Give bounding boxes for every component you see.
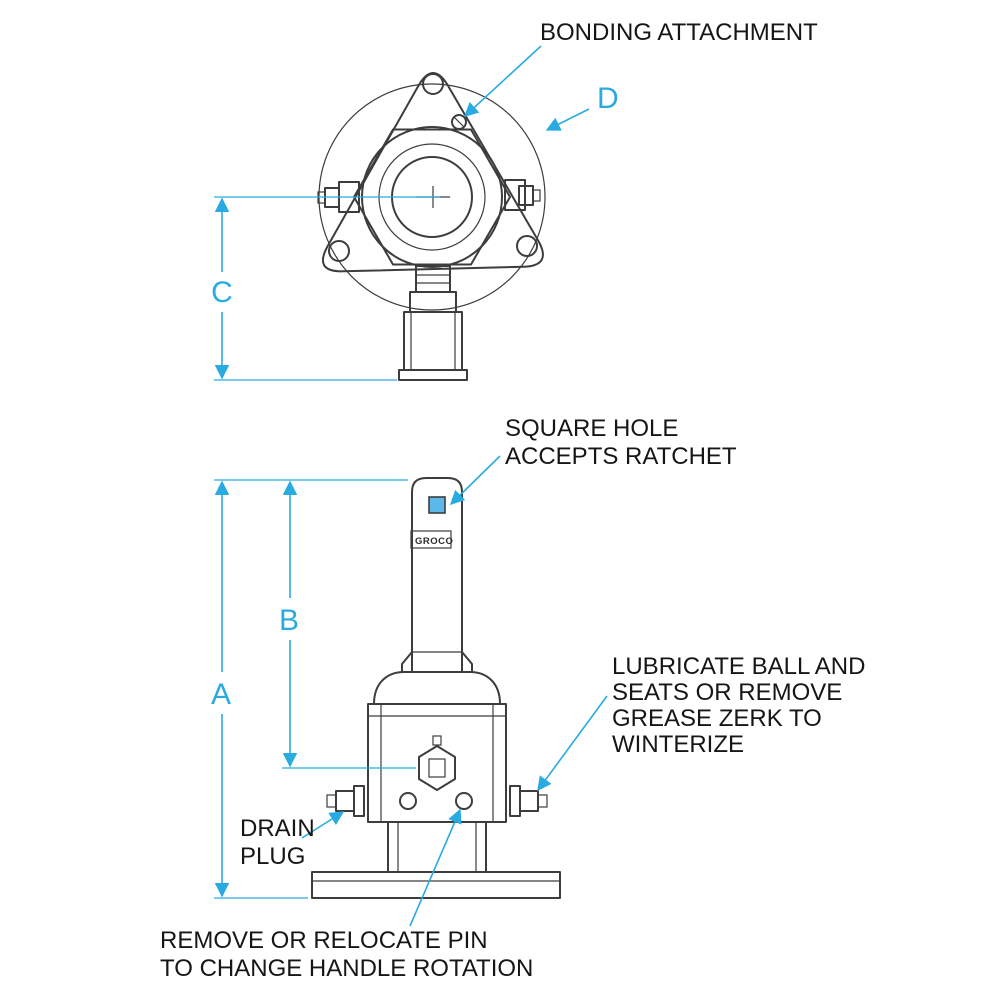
dim-a-mask <box>205 672 239 714</box>
left-bolt-washer <box>353 785 365 817</box>
dim-c-mask <box>206 272 240 312</box>
handle-flare <box>401 651 473 673</box>
label-bonding-attachment: BONDING ATTACHMENT <box>540 19 818 46</box>
dim-label-b: B <box>279 604 299 637</box>
pipe-rim <box>398 369 468 381</box>
bonnet-cap <box>373 671 501 705</box>
top-view-dimensions: C D <box>206 45 619 381</box>
label-square-hole-line2: ACCEPTS RATCHET <box>505 443 737 470</box>
label-square-hole-line1: SQUARE HOLE <box>505 415 678 442</box>
dim-b-mask <box>273 598 307 640</box>
handle <box>411 477 463 673</box>
valve-body <box>367 703 507 823</box>
label-drain-line2: PLUG <box>240 843 305 870</box>
leader-square-hole <box>449 455 501 506</box>
label-remove-pin-line2: TO CHANGE HANDLE ROTATION <box>160 955 533 982</box>
pivot-pin-left <box>399 792 417 810</box>
label-drain-line1: DRAIN <box>240 815 315 842</box>
label-lubricate-line3: GREASE ZERK TO <box>612 705 822 732</box>
left-bolt-tip <box>326 794 337 808</box>
dim-label-d: D <box>597 82 619 115</box>
right-grease-bolt <box>519 790 539 812</box>
bolt-hole-right <box>516 235 538 257</box>
label-lubricate-line4: WINTERIZE <box>612 731 744 758</box>
leader-drain-plug <box>301 811 345 839</box>
leader-bonding <box>463 45 542 117</box>
pipe-body <box>403 311 463 371</box>
side-view-drawing: GROCO <box>311 477 561 899</box>
bonding-screw <box>451 114 467 130</box>
label-remove-pin-line1: REMOVE OR RELOCATE PIN <box>160 927 488 954</box>
right-lug <box>504 179 526 211</box>
leader-remove-pin <box>409 808 462 927</box>
left-drain-bolt <box>335 790 355 812</box>
triangular-flange <box>322 72 544 273</box>
bolt-hole-left <box>328 240 350 262</box>
label-lubricate-line1: LUBRICATE BALL AND <box>612 653 865 680</box>
grease-zerk-hex <box>418 745 456 791</box>
side-view-dimensions: A B <box>205 455 608 927</box>
leader-lubricate <box>537 695 608 792</box>
brand-stamp-box <box>410 530 452 549</box>
brand-stamp: GROCO <box>415 536 453 547</box>
right-bolt-tip <box>537 794 548 808</box>
relocatable-pin <box>455 792 473 810</box>
right-bolt-washer <box>509 785 521 817</box>
square-ratchet-hole <box>428 496 446 514</box>
right-lug-bolt-tip <box>532 189 541 202</box>
top-view-drawing <box>317 72 546 381</box>
dim-label-c: C <box>211 276 233 309</box>
zerk-stem <box>432 735 442 746</box>
leader-d <box>545 108 590 131</box>
grease-zerk-core <box>428 758 446 778</box>
bonding-screw-slot <box>453 116 465 128</box>
dim-label-a: A <box>211 678 231 711</box>
label-lubricate-line2: SEATS OR REMOVE <box>612 679 842 706</box>
callout-labels: SQUARE HOLE ACCEPTS RATCHET LUBRICATE BA… <box>160 415 865 982</box>
base-flange <box>311 871 561 899</box>
